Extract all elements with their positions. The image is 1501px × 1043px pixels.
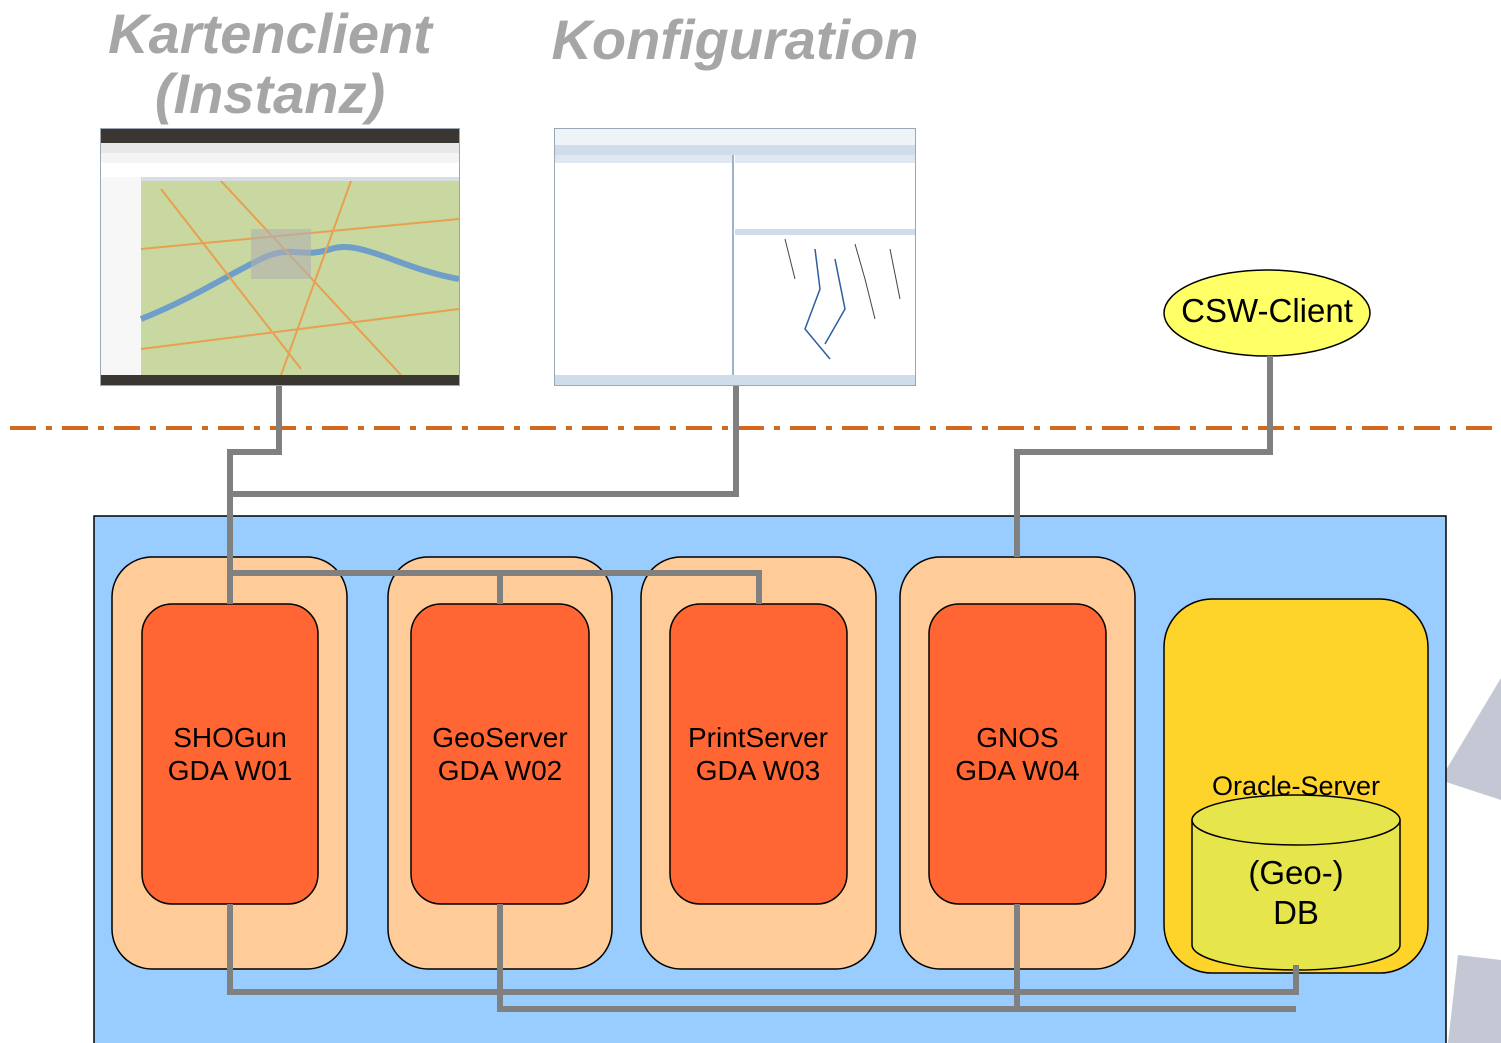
- server-id: GDA W02: [437, 755, 563, 786]
- server-name: GNOS: [976, 722, 1059, 753]
- connector-csw-gnos: [1014, 356, 1273, 557]
- db-label-line2: DB: [1273, 894, 1319, 931]
- config-screenshot-image: [555, 129, 915, 385]
- connector-shogun-servers: [230, 570, 762, 604]
- server-id: GDA W03: [695, 755, 821, 786]
- server-name: SHOGun: [173, 722, 287, 753]
- db-label: (Geo-) DB: [1192, 853, 1400, 933]
- connector-geoserver-db: [497, 904, 1296, 1012]
- oracle-server-label: Oracle-Server: [1211, 771, 1381, 801]
- server-label-printserver: PrintServer GDA W03: [658, 721, 858, 787]
- server-label-geoserver: GeoServer GDA W02: [400, 721, 600, 787]
- background-shape-lower: [1448, 955, 1501, 1043]
- connector-shogun-db: [227, 904, 1299, 995]
- server-label-shogun: SHOGun GDA W01: [142, 721, 318, 787]
- title-konfiguration: Konfiguration: [551, 8, 919, 71]
- connector-map-client: [227, 384, 282, 604]
- database-cylinder-icon: [1191, 794, 1401, 971]
- map-screenshot-image: [101, 129, 459, 385]
- csw-client-label: CSW-Client: [1181, 292, 1353, 329]
- connector-lines: [227, 356, 1299, 1012]
- server-name: GeoServer: [432, 722, 568, 753]
- config-screenshot-thumbnail: [554, 128, 916, 386]
- server-id: GDA W01: [167, 755, 293, 786]
- title-kartenclient: Kartenclient (Instanz): [90, 4, 450, 124]
- title-kartenclient-line2: (Instanz): [154, 62, 386, 125]
- server-name: PrintServer: [687, 722, 829, 753]
- connector-config-client: [230, 384, 739, 497]
- server-id: GDA W04: [955, 755, 1080, 786]
- title-kartenclient-line1: Kartenclient: [108, 2, 432, 65]
- background-shape-upper: [1440, 678, 1501, 800]
- map-screenshot-thumbnail: [100, 128, 460, 386]
- db-label-line1: (Geo-): [1248, 854, 1344, 891]
- server-label-gnos: GNOS GDA W04: [929, 721, 1106, 787]
